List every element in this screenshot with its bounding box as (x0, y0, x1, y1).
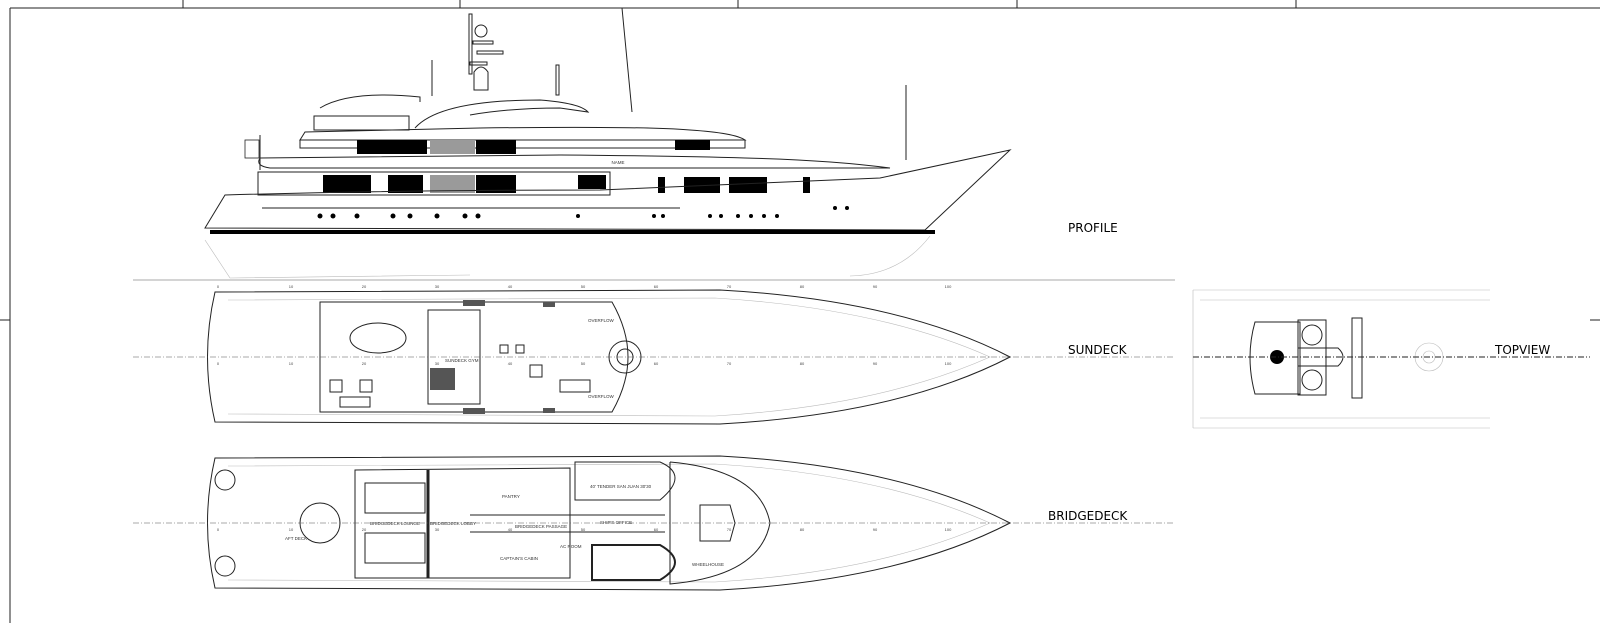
room-overflow-1: OVERFLOW (588, 318, 615, 323)
topview-plan (1192, 289, 1590, 429)
ruler-tick-label: 70 (727, 284, 732, 289)
black-dome-marker (1270, 350, 1284, 364)
ruler-tick-label: 20 (362, 284, 367, 289)
ruler-tick-label: 90 (873, 527, 878, 532)
ruler-tick-label: 100 (945, 361, 952, 366)
sundeck-furniture (329, 344, 591, 408)
portholes (317, 206, 849, 219)
ruler-tick-label: 60 (654, 361, 659, 366)
sundeck-plan: SUNDECK GYM OVERFLOW OVERFLOW (133, 289, 1175, 425)
ruler-tick-label: 90 (873, 284, 878, 289)
antenna-wire (621, 7, 633, 113)
room-bridgedeck-lounge: BRIDGEDECK LOUNGE (370, 521, 420, 526)
view-label-bridgedeck: BRIDGEDECK (1048, 509, 1128, 523)
ruler-tick-label: 80 (800, 527, 805, 532)
ruler-tick-label: 70 (727, 527, 732, 532)
bridgedeck-plan: AFT DECK BRIDGEDECK LOUNGE BRIDGEDECK LO… (133, 455, 1175, 591)
ruler-tick-label: 90 (873, 361, 878, 366)
view-label-topview: TOPVIEW (1494, 343, 1550, 357)
ruler-tick-label: 20 (362, 361, 367, 366)
underwater-hull (204, 235, 931, 279)
view-label-profile: PROFILE (1068, 221, 1118, 235)
ruler-tick-label: 50 (581, 361, 586, 366)
room-ac-room: AC ROOM (560, 544, 582, 549)
ruler-tick-label: 0 (217, 284, 220, 289)
room-bridgedeck-lobby: BRIDGEDECK LOBBY (430, 521, 476, 526)
hull-name-text: NAME (611, 160, 624, 165)
profile-view: NAME (204, 7, 1012, 279)
room-wheelhouse: WHEELHOUSE (692, 562, 724, 567)
ruler-tick-label: 10 (289, 361, 294, 366)
ruler-tick-label: 100 (945, 527, 952, 532)
ruler-tick-label: 50 (581, 284, 586, 289)
ruler-tick-label: 0 (217, 361, 220, 366)
ruler-tick-label: 80 (800, 284, 805, 289)
room-pantry: PANTRY (502, 494, 520, 499)
radar-mast (431, 13, 907, 160)
ruler-tick-label: 40 (508, 527, 513, 532)
ruler-tick-label: 10 (289, 284, 294, 289)
ruler-tick-label: 30 (435, 361, 440, 366)
ruler-tick-label: 40 (508, 284, 513, 289)
ruler-tick-label: 80 (800, 361, 805, 366)
ruler-tick-label: 30 (435, 527, 440, 532)
ruler-labels: 0 0 0 10 10 10 20 20 20 30 30 30 40 40 40 50 50 50 60 60 60 7… (217, 284, 952, 532)
ruler-tick-label: 50 (581, 527, 586, 532)
room-bridgedeck-passage: BRIDGEDECK PASSAGE (515, 524, 567, 529)
ruler-tick-label: 0 (217, 527, 220, 532)
ruler-tick-label: 10 (289, 527, 294, 532)
ruler-tick-label: 30 (435, 284, 440, 289)
hull-outline (204, 149, 1012, 231)
ruler-tick-label: 70 (727, 361, 732, 366)
ruler-tick-label: 100 (945, 284, 952, 289)
ruler-tick-label: 60 (654, 527, 659, 532)
room-sundeck-gym: SUNDECK GYM (445, 358, 479, 363)
ruler-tick-label: 40 (508, 361, 513, 366)
main-windows (323, 175, 810, 193)
ruler-tick-label: 20 (362, 527, 367, 532)
room-captains-cabin: CAPTAIN'S CABIN (500, 556, 538, 561)
room-overflow-2: OVERFLOW (588, 394, 615, 399)
flag (244, 135, 261, 170)
room-aft-deck: AFT DECK (285, 536, 307, 541)
view-label-sundeck: SUNDECK (1068, 343, 1128, 357)
room-ships-office: SHIP'S OFFICE (600, 520, 632, 525)
upper-windows (357, 140, 710, 154)
tender-label: 40' TENDER SAN JUAN 30'30 (590, 484, 652, 489)
ruler-tick-label: 60 (654, 284, 659, 289)
